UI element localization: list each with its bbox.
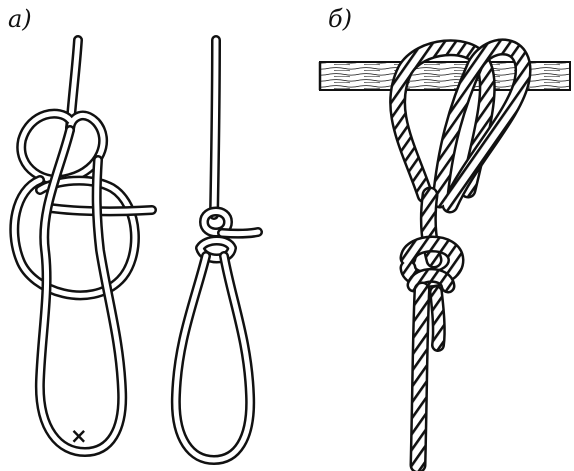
cross-marker: × — [70, 426, 88, 447]
rope-middle-ring — [14, 180, 135, 295]
panel-label-a: а) — [8, 7, 32, 31]
knot-step-two — [176, 40, 258, 460]
rope-b-hanging-end — [418, 290, 422, 465]
wooden-bar — [320, 62, 570, 90]
rope-knot-tight — [200, 212, 258, 259]
knot-step-one — [14, 40, 152, 452]
rope-standing-end-tight — [214, 40, 216, 215]
rope-loop-tight — [176, 256, 250, 460]
panel-label-b: б) — [328, 7, 352, 31]
